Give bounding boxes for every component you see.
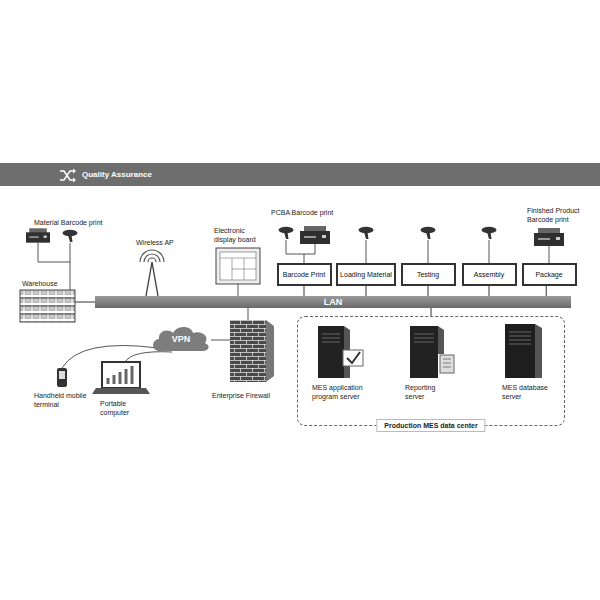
station-monitor: Barcode Print bbox=[277, 263, 332, 286]
station-devices bbox=[279, 227, 294, 239]
cloud-shape bbox=[153, 327, 209, 351]
device-label: Handheld mobile terminal bbox=[34, 392, 90, 409]
server-icons bbox=[414, 334, 434, 342]
device-label: Electronic display board bbox=[214, 227, 264, 244]
node-text: LAN bbox=[324, 297, 343, 307]
node-text: Barcode Print bbox=[283, 271, 325, 278]
vpn-cloud: VPN bbox=[150, 325, 212, 353]
server-icons bbox=[505, 324, 535, 378]
lan-band: LAN bbox=[95, 296, 571, 308]
warehouse-rack bbox=[20, 290, 75, 322]
station-devices bbox=[489, 240, 490, 263]
node-text: Assembly bbox=[474, 271, 504, 278]
warehouse-rack bbox=[20, 298, 75, 314]
station-monitor: Assembly bbox=[462, 263, 517, 286]
wireless-ap bbox=[140, 250, 164, 262]
remote-devices bbox=[125, 352, 172, 362]
header-icon bbox=[60, 169, 76, 183]
station-devices bbox=[286, 240, 315, 263]
server-icons bbox=[318, 326, 344, 378]
remote-devices bbox=[59, 371, 65, 379]
display-board bbox=[216, 248, 260, 296]
warehouse-rack bbox=[75, 301, 95, 302]
device-label: Wireless AP bbox=[136, 239, 186, 248]
device-label: Portable computer bbox=[100, 400, 148, 417]
server-icons bbox=[509, 332, 531, 344]
display-board bbox=[220, 252, 256, 280]
material-barcode-devices bbox=[26, 228, 50, 242]
device-label: Reporting server bbox=[405, 384, 447, 401]
data-center-region: Production MES data center bbox=[297, 316, 565, 426]
network-link bbox=[365, 286, 366, 296]
station-devices bbox=[359, 227, 374, 239]
remote-devices bbox=[57, 368, 67, 387]
server-icons bbox=[440, 355, 454, 373]
header-icon bbox=[73, 169, 76, 183]
header-icon bbox=[60, 171, 74, 180]
server-icons bbox=[343, 350, 363, 366]
firewall bbox=[248, 308, 249, 320]
display-board bbox=[216, 248, 260, 284]
device-label: MES database server bbox=[502, 384, 554, 401]
server-icons bbox=[318, 324, 542, 378]
station-monitor: Package bbox=[522, 263, 577, 286]
station-devices bbox=[482, 227, 497, 239]
region-heading: Production MES data center bbox=[376, 419, 485, 432]
station-devices bbox=[534, 228, 564, 246]
station-devices bbox=[279, 226, 565, 263]
network-link bbox=[430, 308, 431, 316]
wireless-ap bbox=[146, 262, 158, 296]
network-link bbox=[303, 286, 304, 296]
station-monitor: Testing bbox=[401, 263, 456, 286]
node-text: Loading Material bbox=[340, 271, 392, 278]
firewall bbox=[266, 320, 274, 382]
station-devices bbox=[428, 240, 429, 263]
firewall bbox=[230, 308, 274, 382]
device-label: PCBA Barcode print bbox=[271, 209, 356, 218]
device-label: Warehouse bbox=[22, 280, 67, 289]
station-devices bbox=[421, 227, 436, 239]
device-label: MES application program server bbox=[312, 384, 386, 401]
wireless-ap bbox=[140, 250, 164, 296]
material-barcode-devices bbox=[63, 230, 78, 242]
network-link bbox=[488, 286, 489, 296]
network-link bbox=[427, 286, 428, 296]
network-link bbox=[546, 286, 547, 296]
station-devices bbox=[366, 240, 367, 263]
display-board bbox=[220, 258, 256, 280]
server-icons bbox=[443, 359, 451, 367]
server-icons bbox=[438, 326, 444, 354]
station-devices bbox=[300, 226, 330, 244]
warehouse-rack bbox=[20, 290, 95, 322]
server-icons bbox=[322, 334, 340, 342]
page-title: Quality Assurance bbox=[82, 163, 152, 186]
node-text: VPN bbox=[172, 334, 191, 344]
remote-devices bbox=[92, 388, 150, 394]
server-icons bbox=[535, 324, 542, 378]
device-label: Enterprise Firewall bbox=[212, 392, 292, 401]
node-text: Testing bbox=[417, 271, 439, 278]
firewall bbox=[230, 320, 266, 382]
device-label: Material Barcode print bbox=[34, 219, 129, 228]
remote-devices bbox=[108, 366, 132, 384]
server-icons bbox=[410, 326, 438, 378]
remote-devices bbox=[211, 340, 230, 341]
server-icons bbox=[347, 352, 360, 363]
node-text: Package bbox=[535, 271, 562, 278]
station-devices bbox=[549, 246, 550, 263]
display-board bbox=[238, 284, 239, 296]
remote-devices bbox=[102, 362, 140, 388]
device-label: Finished Product Barcode print bbox=[527, 207, 587, 224]
station-monitor: Loading Material bbox=[336, 263, 396, 286]
